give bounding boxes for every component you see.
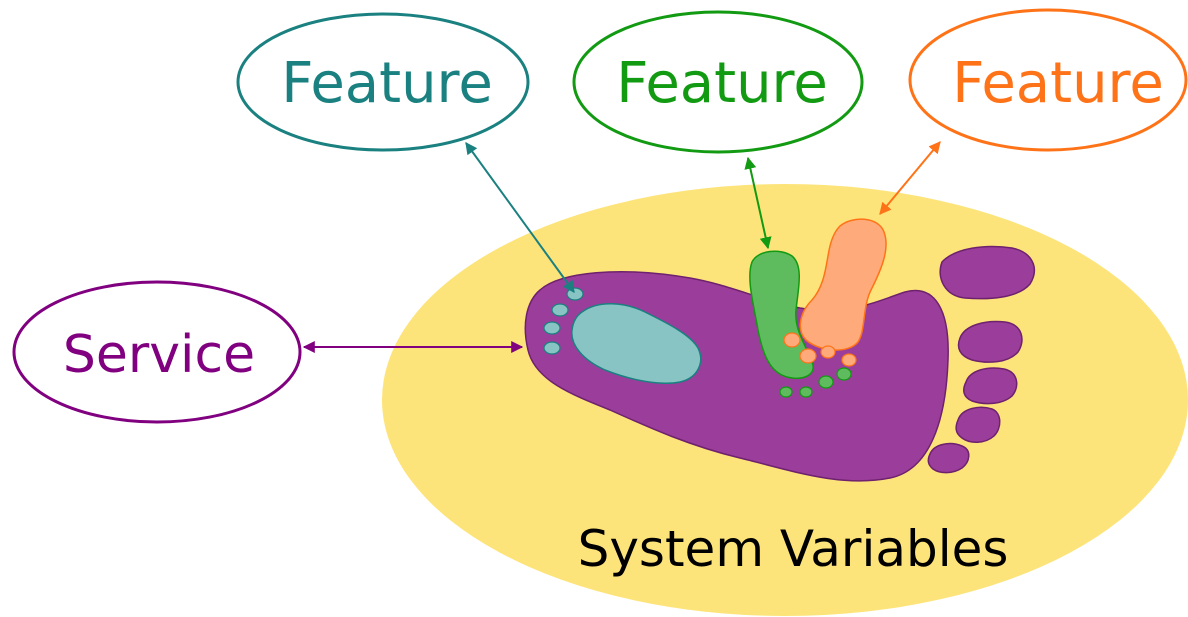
service-node: Service bbox=[14, 282, 300, 422]
service-toe-1 bbox=[940, 247, 1034, 299]
service-toe-4 bbox=[956, 407, 1000, 442]
feature-node-green: Feature bbox=[574, 12, 862, 152]
feature-node-teal: Feature bbox=[238, 14, 528, 150]
service-label: Service bbox=[63, 325, 255, 385]
service-toe-2 bbox=[959, 322, 1022, 363]
feature-node-orange: Feature bbox=[910, 10, 1186, 150]
system-variables-label: System Variables bbox=[578, 520, 1009, 578]
service-toe-3 bbox=[964, 368, 1017, 404]
feature-label-green: Feature bbox=[616, 51, 828, 116]
feature-label-teal: Feature bbox=[281, 51, 493, 116]
feature-label-orange: Feature bbox=[952, 51, 1164, 116]
service-toe-5 bbox=[928, 444, 968, 473]
